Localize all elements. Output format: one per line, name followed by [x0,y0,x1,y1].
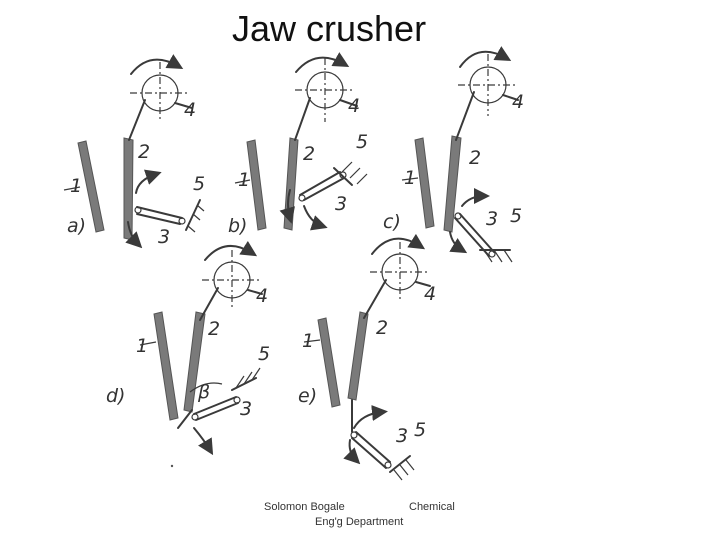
movable-jaw [347,311,369,401]
label-angle: β [197,381,210,403]
rotation-arrow [295,52,350,73]
label-fixed-jaw: 1 [238,169,250,191]
label-movable-jaw: 2 [303,143,315,165]
movable-jaw [283,137,299,231]
label-eccentric: 4 [512,91,524,113]
label-movable-jaw: 2 [376,317,388,339]
diagram-e: e) 1 2 3 4 5 [298,233,436,481]
toggle-plate [193,396,237,415]
movable-jaw [443,135,462,233]
fixed-jaw [153,311,179,421]
label-movable-jaw: 2 [138,141,150,163]
label-toggle: 3 [486,208,498,230]
diagram-letter: c) [383,211,401,233]
diagram-a: a) 1 2 3 4 5 [63,54,205,249]
support [333,167,353,186]
label-fixed-jaw: 1 [404,167,416,189]
page-title: Jaw crusher [232,8,427,49]
label-toggle: 3 [240,398,252,420]
label-toggle: 3 [335,193,347,215]
rotation-arrow [130,54,184,75]
connecting-rod [363,279,387,319]
rotation-arrow [371,233,426,255]
label-movable-jaw: 2 [469,147,481,169]
toggle-plate [136,206,183,219]
label-support: 5 [258,343,270,365]
label-support: 5 [414,419,426,441]
label-fixed-jaw: 1 [302,330,314,352]
diagram-d: d) 1 2 3 4 5 β [106,240,270,468]
diagram-b: b) 1 2 3 4 5 [228,52,368,237]
label-eccentric: 4 [424,283,436,305]
toggle-plate [299,171,341,196]
fixed-jaw [77,140,105,233]
connecting-rod [294,97,311,141]
label-movable-jaw: 2 [208,318,220,340]
diagram-letter: b) [228,215,247,237]
diagram-letter: d) [106,385,125,407]
fixed-jaw [246,139,267,231]
connecting-rod [455,91,475,141]
rotation-arrow [459,46,512,68]
fixed-jaw [317,317,341,408]
label-toggle: 3 [396,425,408,447]
diagram-c: c) 1 2 3 4 5 [383,46,524,263]
label-support: 5 [193,173,205,195]
footer-department-line2: Eng'g Department [315,516,404,528]
support [185,199,201,231]
label-fixed-jaw: 1 [136,335,148,357]
toggle-plate [351,437,387,469]
label-fixed-jaw: 1 [70,175,82,197]
label-support: 5 [356,131,368,153]
diagram-letter: e) [298,385,317,407]
label-eccentric: 4 [184,99,196,121]
connecting-rod [199,287,219,321]
label-eccentric: 4 [348,95,360,117]
connecting-rod [128,99,146,141]
label-eccentric: 4 [256,285,268,307]
rotation-arrow [204,240,258,261]
support [389,455,411,473]
angle-arc [189,382,223,393]
footer-department-line1: Chemical [409,501,455,513]
diagram-letter: a) [67,215,86,237]
label-toggle: 3 [158,226,170,248]
toggle-plate [459,213,495,253]
footer-author: Solomon Bogale [264,501,345,513]
movable-jaw [183,311,206,413]
label-support: 5 [510,205,522,227]
fixed-jaw [414,137,435,229]
